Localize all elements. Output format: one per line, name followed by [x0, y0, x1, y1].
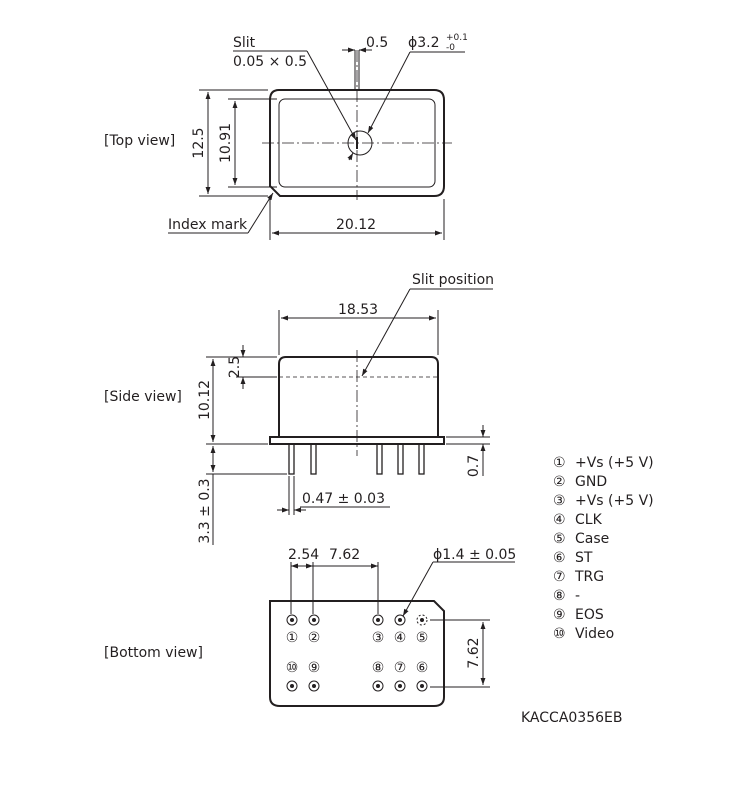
legend-num-10: ⑩	[553, 626, 566, 642]
side-view: [Side view] 18.53 Slit position 2.5	[104, 272, 494, 545]
bottom-pin-numbers-top: ① ② ③ ④ ⑤	[286, 630, 429, 646]
slit-depth-dim: 2.5	[227, 356, 243, 378]
top-view-outline	[269, 89, 445, 197]
legend-name-6: ST	[575, 550, 593, 566]
legend-num-3: ③	[553, 493, 566, 509]
pitch-2-dim: 7.62	[329, 547, 360, 563]
bottom-view-outline	[269, 600, 445, 707]
body-height-dim: 10.12	[197, 380, 213, 420]
side-width-dim: 18.53	[338, 302, 378, 318]
side-view-body	[278, 356, 439, 437]
svg-text:⑥: ⑥	[416, 660, 429, 676]
slit-position-label: Slit position	[412, 272, 494, 288]
legend-name-1: +Vs (+5 V)	[575, 455, 654, 471]
svg-text:⑩: ⑩	[286, 660, 299, 676]
aperture-circle	[347, 130, 373, 156]
drawing-code: KACCA0356EB	[521, 710, 622, 726]
svg-text:⑨: ⑨	[308, 660, 321, 676]
side-view-label: [Side view]	[104, 389, 182, 405]
svg-text:⑧: ⑧	[372, 660, 385, 676]
bottom-pins-bottom-row	[286, 680, 428, 692]
aperture-tol-upper: +0.1	[446, 33, 468, 43]
pin-dia-dim: 0.47 ± 0.03	[302, 491, 385, 507]
slit-label: Slit	[233, 35, 256, 51]
legend-num-2: ②	[553, 474, 566, 490]
legend-name-3: +Vs (+5 V)	[575, 493, 654, 509]
legend-num-8: ⑧	[553, 588, 566, 604]
bottom-pins-top-row	[286, 614, 428, 626]
svg-text:⑤: ⑤	[416, 630, 429, 646]
bottom-view: [Bottom view] 2.54 7.62 ϕ1.4 ± 0.05 7.62…	[104, 547, 516, 707]
svg-text:③: ③	[372, 630, 385, 646]
height-outer-dim: 12.5	[191, 127, 207, 158]
legend-name-10: Video	[575, 626, 614, 642]
pin-legend: ① +Vs (+5 V) ② GND ③ +Vs (+5 V) ④ CLK ⑤ …	[553, 455, 654, 642]
legend-name-4: CLK	[575, 512, 603, 528]
legend-name-7: TRG	[574, 569, 604, 585]
pitch-1-dim: 2.54	[288, 547, 319, 563]
height-inner-dim: 10.91	[218, 123, 234, 163]
legend-num-1: ①	[553, 455, 566, 471]
svg-text:④: ④	[394, 630, 407, 646]
top-view-label: [Top view]	[104, 133, 175, 149]
aperture-tol-lower: -0	[446, 43, 455, 53]
legend-name-8: -	[575, 588, 580, 604]
row-spacing-dim: 7.62	[466, 637, 482, 668]
svg-text:②: ②	[308, 630, 321, 646]
index-mark-label: Index mark	[168, 217, 248, 233]
legend-num-6: ⑥	[553, 550, 566, 566]
legend-name-9: EOS	[575, 607, 604, 623]
legend-num-7: ⑦	[553, 569, 566, 585]
slit-size-dim: 0.05 × 0.5	[233, 54, 307, 70]
slit-width-dim: 0.5	[366, 35, 388, 51]
base-thickness-dim: 0.7	[466, 455, 482, 477]
legend-num-4: ④	[553, 512, 566, 528]
pin-length-dim: 3.3 ± 0.3	[197, 478, 213, 543]
top-view: [Top view] 0.5 Slit 0.05 × 0.5 ϕ3.2 +0.1…	[104, 33, 468, 240]
svg-text:①: ①	[286, 630, 299, 646]
legend-num-9: ⑨	[553, 607, 566, 623]
bottom-view-label: [Bottom view]	[104, 645, 203, 661]
aperture-dia-dim: ϕ3.2	[408, 35, 440, 51]
legend-name-5: Case	[575, 531, 609, 547]
svg-text:⑦: ⑦	[394, 660, 407, 676]
bottom-pin-dia-dim: ϕ1.4 ± 0.05	[433, 547, 516, 563]
legend-name-2: GND	[575, 474, 607, 490]
bottom-pin-numbers-bottom: ⑩ ⑨ ⑧ ⑦ ⑥	[286, 660, 429, 676]
slit-mark	[356, 137, 358, 149]
side-view-pins	[288, 443, 425, 475]
legend-num-5: ⑤	[553, 531, 566, 547]
width-dim: 20.12	[336, 217, 376, 233]
